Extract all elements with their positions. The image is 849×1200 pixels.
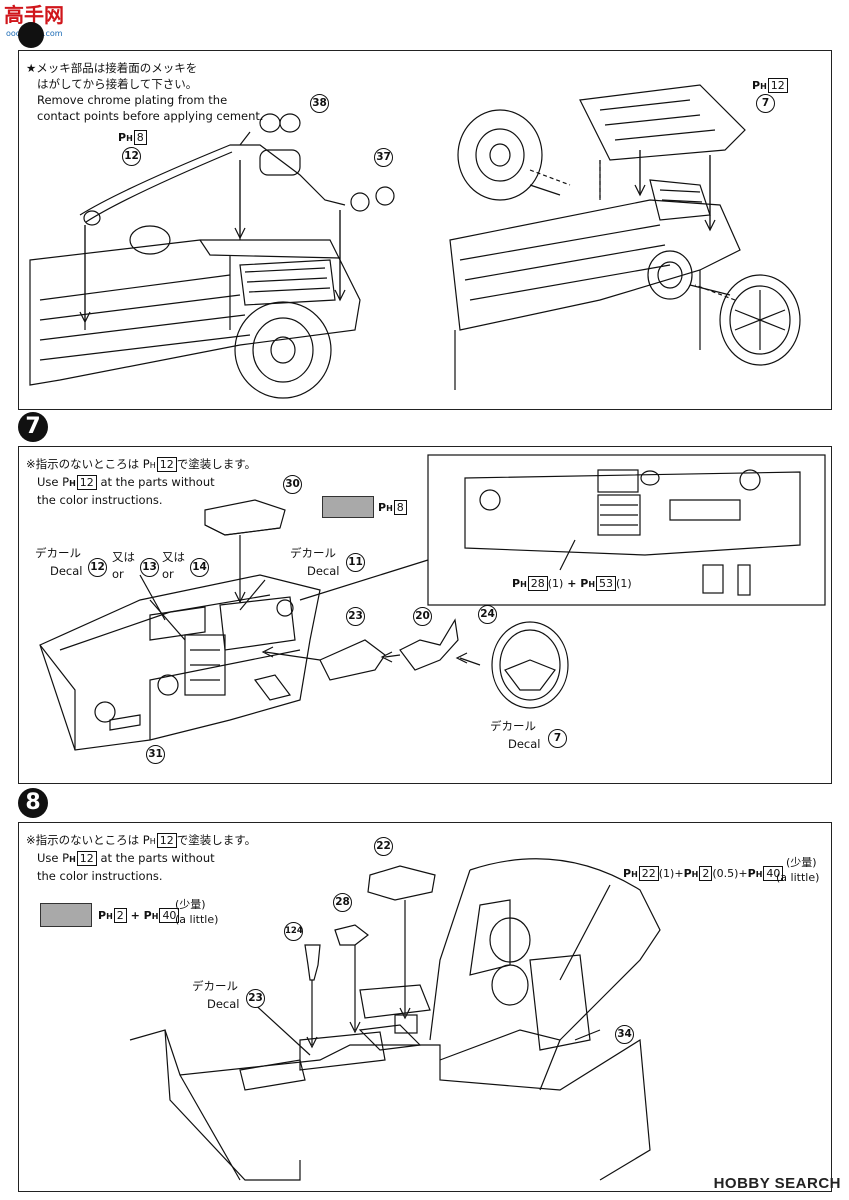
step7-decal-label-en-left: Decal [50,564,83,578]
step7-dashboard-drawing [39,574,321,751]
part-22-drawing [367,865,436,901]
part-28-drawing [334,924,369,946]
step8-decal-label-en: Decal [207,997,240,1011]
step8-swatch-small-en: (a little) [175,913,219,926]
step6-arrows [79,150,736,324]
part-124-drawing [304,944,321,981]
part-23-drawing [319,639,386,681]
part-30-label: 30 [283,475,302,494]
part-7-label: 7 [756,94,775,113]
step8-number: 8 [18,788,48,818]
step7-color-swatch [322,496,374,518]
step8-arrows [249,884,611,1056]
step7-number: 7 [18,412,48,442]
part-28-label: 28 [333,893,352,912]
step7-inset-box [427,454,826,606]
watermark: HOBBY SEARCH [713,1175,841,1192]
decal-11-label: 11 [346,553,365,572]
part-38-label: 38 [310,94,329,113]
step8-color-swatch [40,903,92,927]
decal-7-label: 7 [548,729,567,748]
part-12-label: 12 [122,147,141,166]
part-37-label: 37 [374,148,393,167]
step6-number-partial [18,22,44,48]
step6-note-jp-2: はがしてから接着して下さい。 [37,77,198,91]
step7-decal-label-en-wheel: Decal [508,737,541,751]
part-20-drawing [399,618,459,671]
or-en-2: or [162,567,174,581]
part-24-label: 24 [478,605,497,624]
step8-seat-small-en: (a little) [776,871,820,884]
or-jp-2: 又は [162,550,185,564]
step7-panel [18,446,832,784]
step6-note-jp-1: ★メッキ部品は接着面のメッキを [26,61,198,75]
part-23-label: 23 [346,607,365,626]
step6-note-en-2: contact points before applying cement. [37,109,264,123]
step7-decal-label-jp-wheel: デカール [490,719,536,733]
step8-interior-drawing [129,858,661,1181]
step8-swatch-small-jp: (少量) [175,898,206,911]
step6-right-chassis-drawing [449,84,801,390]
step7-decal-label-jp-right: デカール [290,546,336,560]
part-124-label: 124 [284,922,303,941]
part-20-label: 20 [413,607,432,626]
step7-inset-dashboard [464,469,801,596]
step6-note-en-1: Remove chrome plating from the [37,93,228,107]
step8-decal-label-jp: デカール [192,979,238,993]
part-31-label: 31 [146,745,165,764]
step6-panel [18,50,832,410]
decal-23-label: 23 [246,989,265,1008]
part-24-drawing [491,621,569,709]
step7-decal-label-en-right: Decal [307,564,340,578]
decal-14-label: 14 [190,558,209,577]
decal-12-label: 12 [88,558,107,577]
or-jp-1: 又は [112,550,135,564]
step7-decal-label-jp-left: デカール [35,546,81,560]
step7-note-en-2: the color instructions. [37,493,163,507]
part-22-label: 22 [374,837,393,856]
decal-13-label: 13 [140,558,159,577]
step7-arrows [139,535,481,666]
step8-seat-small-jp: (少量) [786,856,817,869]
part-34-label: 34 [615,1025,634,1044]
or-en-1: or [112,567,124,581]
step8-note-en-2: the color instructions. [37,869,163,883]
step8-panel [18,822,832,1192]
